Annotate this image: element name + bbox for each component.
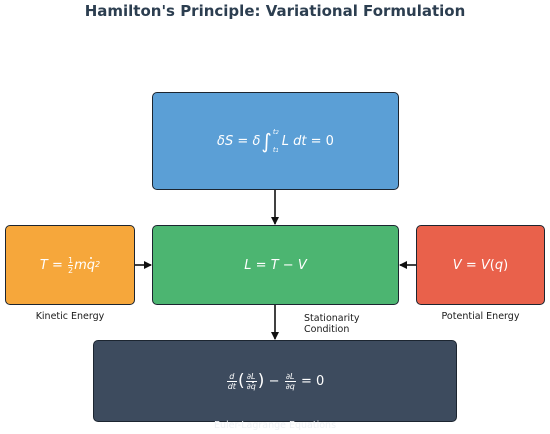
- euler-lagrange-caption: Euler-Lagrange Equations: [213, 420, 337, 431]
- stationarity-condition-label: Stationarity Condition: [304, 313, 366, 335]
- potential-energy-box: V = V(q): [416, 225, 545, 305]
- potential-energy-equation: V = V(q): [452, 257, 509, 273]
- kinetic-energy-caption: Kinetic Energy: [35, 311, 105, 322]
- diagram-title: Hamilton's Principle: Variational Formul…: [84, 2, 466, 20]
- lagrangian-box: L = T − V: [152, 225, 399, 305]
- stationarity-label-text: Stationarity Condition: [304, 313, 360, 335]
- lagrangian-equation: L = T − V: [244, 257, 307, 273]
- potential-energy-caption: Potential Energy: [441, 311, 520, 322]
